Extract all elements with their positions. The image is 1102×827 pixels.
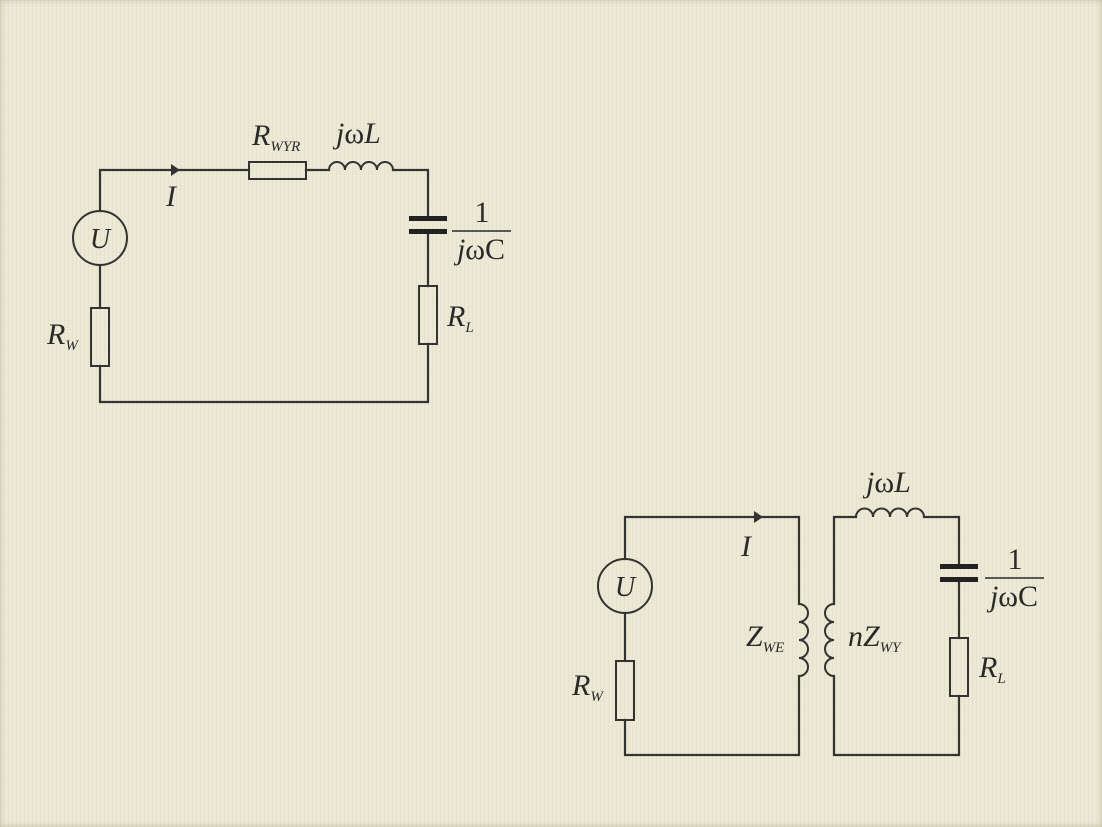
c1-wire-rl-bottom — [98, 342, 430, 404]
c1-resistor-rwyr-icon — [248, 161, 307, 180]
c1-inductor-icon — [328, 161, 394, 171]
c2-cap-j: j — [986, 580, 998, 613]
c2-nzwy-n: n — [848, 620, 863, 653]
c2-cap-numerator: 1 — [1008, 543, 1023, 576]
c2-voltage-source-icon — [597, 558, 653, 614]
c1-capacitor-label: 1 jωC — [452, 196, 511, 266]
c1-inductor-l: L — [363, 117, 381, 150]
c1-rwyr-main: R — [251, 119, 270, 152]
c2-nzwy-main: Z — [863, 620, 880, 653]
c1-capacitor-plate-top — [409, 216, 447, 221]
c1-current-arrow-icon — [171, 164, 180, 176]
c2-transformer-secondary-coil-icon — [824, 603, 835, 677]
c2-zwe-main: Z — [746, 620, 763, 653]
c1-rw-label: RW — [46, 318, 79, 354]
c2-rw-sub: W — [590, 689, 604, 705]
c2-resistor-rw-icon — [615, 660, 635, 721]
c1-resistor-rw-icon — [90, 307, 110, 367]
c1-rl-main: R — [446, 300, 465, 333]
c2-nzwy-sub: WY — [880, 640, 902, 656]
c1-capacitor-plate-bottom — [409, 229, 447, 234]
c2-transformer-primary-coil-icon — [798, 603, 809, 677]
c1-inductor-label: jωL — [332, 117, 381, 150]
c1-inductor-j: j — [332, 117, 344, 150]
c1-rl-sub: L — [464, 320, 473, 336]
c2-wire-secondary-bottom — [832, 674, 961, 757]
c1-inductor-omega: ω — [344, 117, 364, 150]
circuit-1: U I RWYR jωL 1 jωC RL — [46, 117, 511, 404]
c2-resistor-rl-icon — [949, 637, 969, 697]
c1-wire-top-left — [98, 168, 251, 213]
c2-capacitor-plate-top — [940, 564, 978, 569]
c1-rwyr-label: RWYR — [251, 119, 300, 155]
c2-wire-primary-top — [623, 515, 801, 606]
c1-cap-c: C — [485, 233, 505, 266]
c2-inductor-icon — [855, 507, 925, 518]
c1-voltage-source-icon — [72, 210, 128, 266]
c1-rw-sub: W — [65, 338, 79, 354]
c1-resistor-rl-icon — [418, 285, 438, 345]
c1-cap-j: j — [453, 233, 465, 266]
c1-wire-top-right — [391, 168, 430, 219]
c2-rl-sub: L — [996, 671, 1005, 687]
c2-zwe-label: ZWE — [746, 620, 784, 656]
c1-cap-numerator: 1 — [475, 196, 490, 229]
c2-inductor-label: jωL — [862, 466, 911, 499]
c1-source-label: U — [90, 224, 112, 255]
c2-nzwy-label: nZWY — [848, 620, 902, 656]
c2-wire-primary-bottom — [623, 674, 801, 757]
c2-zwe-sub: WE — [763, 640, 785, 656]
c1-cap-omega: ω — [465, 233, 485, 266]
c2-cap-omega: ω — [998, 580, 1018, 613]
c2-current-arrow-icon — [754, 511, 763, 523]
c2-inductor-l: L — [893, 466, 911, 499]
c2-rl-main: R — [978, 651, 997, 684]
circuit-2: U I jωL 1 jωC RL RW — [571, 466, 1044, 757]
c2-capacitor-plate-bottom — [940, 577, 978, 582]
c1-rwyr-sub: WYR — [270, 139, 300, 155]
c2-rl-label: RL — [978, 651, 1006, 687]
c1-rl-label: RL — [446, 300, 474, 336]
c2-cap-denominator: jωC — [986, 580, 1038, 613]
c1-rw-main: R — [46, 318, 65, 351]
c1-current-label: I — [165, 180, 178, 213]
c2-wire-secondary-top-right — [922, 515, 961, 567]
c2-rw-label: RW — [571, 669, 604, 705]
c2-capacitor-label: 1 jωC — [985, 543, 1044, 613]
c2-source-label: U — [615, 572, 637, 603]
c2-inductor-omega: ω — [874, 466, 894, 499]
c1-cap-denominator: jωC — [453, 233, 505, 266]
c2-current-label: I — [740, 530, 753, 563]
c2-wire-secondary-left-top — [832, 515, 858, 606]
c2-rw-main: R — [571, 669, 590, 702]
c2-cap-c: C — [1018, 580, 1038, 613]
c2-inductor-j: j — [862, 466, 874, 499]
